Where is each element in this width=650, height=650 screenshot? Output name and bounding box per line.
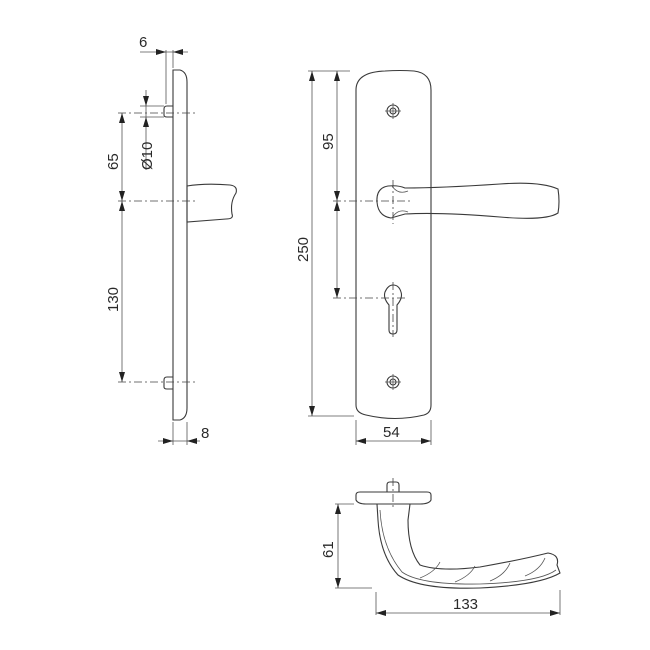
top-screw-icon [385,103,401,119]
side-backplate [172,69,188,421]
top-rose [355,491,432,505]
side-bottom-screw [163,376,173,390]
dim-label-54: 54 [383,424,400,441]
side-top-screw [163,105,173,118]
dim-label-95: 95 [320,133,337,150]
dim-label-133: 133 [453,596,478,613]
bottom-screw-icon [385,374,401,390]
front-backplate [355,69,432,420]
dim-label-65: 65 [105,153,122,170]
front-view: 250 95 54 [295,69,560,445]
side-handle [186,183,237,223]
front-handle-lever [376,182,560,219]
side-view: 6 Ø10 65 130 8 [105,34,237,445]
dim-label-250: 250 [295,237,312,262]
dim-label-130: 130 [105,287,122,312]
dim-label-diameter-10: Ø10 [139,142,156,170]
dim-label-8: 8 [201,425,209,442]
dim-label-6: 6 [139,34,147,51]
top-view: 61 133 [320,478,561,616]
dim-label-61: 61 [320,541,337,558]
top-handle-lever [376,503,561,589]
